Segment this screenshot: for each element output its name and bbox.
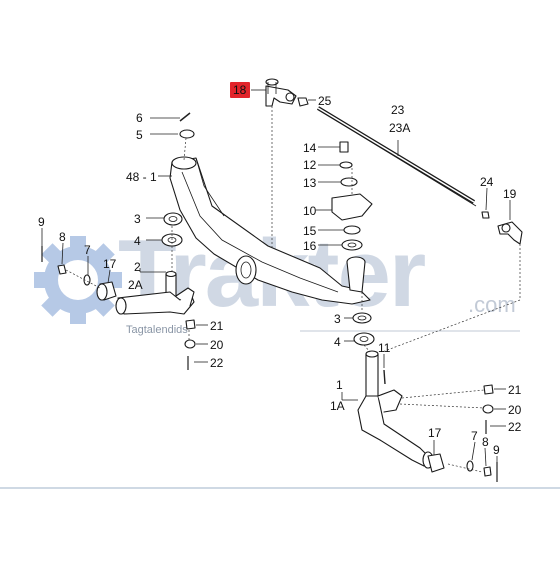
tie-rod-end-19 xyxy=(497,221,523,245)
callout-15: 15 xyxy=(303,224,317,238)
callout-8-left: 8 xyxy=(59,230,66,244)
callout-4-left: 4 xyxy=(134,234,141,248)
callout-19: 19 xyxy=(503,187,517,201)
callout-21-left: 21 xyxy=(210,319,224,333)
callout-11: 11 xyxy=(378,341,391,355)
callout-2a: 2A xyxy=(128,278,143,292)
callout-2: 2 xyxy=(134,260,141,274)
callout-20-left: 20 xyxy=(210,338,224,352)
callout-48-1: 48 - 1 xyxy=(126,170,157,184)
callout-1: 1 xyxy=(336,378,343,392)
right-steering-knuckle xyxy=(357,350,434,469)
callout-labels: 18 25 23 23A 6 5 48 - 1 14 12 13 10 15 1… xyxy=(38,83,522,457)
callout-22-right: 22 xyxy=(508,420,522,434)
callout-17-left: 17 xyxy=(103,257,117,271)
callout-18: 18 xyxy=(233,83,247,97)
callout-10: 10 xyxy=(303,204,317,218)
callout-1a: 1A xyxy=(330,399,345,413)
callout-9-left: 9 xyxy=(38,215,45,229)
assembly-guides xyxy=(65,106,521,473)
tie-rod-end-18 xyxy=(265,78,297,107)
callout-3-left: 3 xyxy=(134,212,141,226)
callout-18-highlight xyxy=(230,82,250,98)
callout-23: 23 xyxy=(391,103,405,117)
callout-17-right: 17 xyxy=(428,426,442,440)
callout-7-right: 7 xyxy=(471,429,478,443)
callout-22-left: 22 xyxy=(210,356,224,370)
callout-5: 5 xyxy=(136,128,143,142)
callout-24: 24 xyxy=(480,175,494,189)
watermark-tagline: Tagtalendids xyxy=(126,324,188,336)
callout-16: 16 xyxy=(303,239,317,253)
callout-12: 12 xyxy=(303,158,317,172)
leader-lines xyxy=(41,89,511,467)
callout-9-right: 9 xyxy=(493,443,500,457)
callout-20-right: 20 xyxy=(508,403,522,417)
left-steering-knuckle xyxy=(115,270,195,315)
callout-13: 13 xyxy=(303,176,317,190)
center-pivot-stack xyxy=(331,141,373,251)
callout-23a: 23A xyxy=(389,121,410,135)
left-lower-fasteners xyxy=(184,319,196,370)
axle-beam xyxy=(169,156,371,305)
callout-14: 14 xyxy=(303,141,317,155)
nut-25 xyxy=(297,97,309,107)
callout-21-right: 21 xyxy=(508,383,522,397)
callout-7-left: 7 xyxy=(84,243,91,257)
gear-icon xyxy=(34,236,122,324)
callout-4-right: 4 xyxy=(334,335,341,349)
callout-8-right: 8 xyxy=(482,435,489,449)
right-hub-parts xyxy=(427,453,498,482)
callout-6: 6 xyxy=(136,111,143,125)
tie-rod xyxy=(316,106,477,207)
callout-25: 25 xyxy=(318,94,332,108)
callout-3-right: 3 xyxy=(334,312,341,326)
nut-24 xyxy=(481,211,490,219)
right-upper-fasteners xyxy=(482,384,494,434)
